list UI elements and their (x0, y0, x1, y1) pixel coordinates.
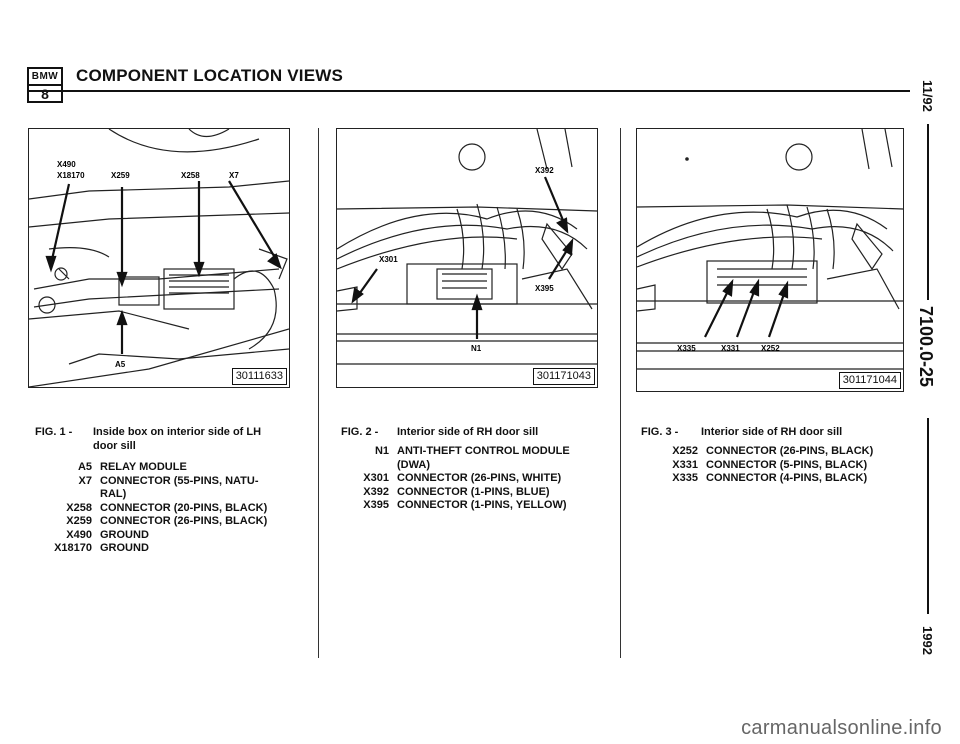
legend-description: RAL) (100, 488, 127, 500)
logo-top-text: BMW (29, 69, 61, 86)
figure-1-drawing: X490 X18170 X259 X258 X7 A5 (28, 128, 290, 388)
legend-description: GROUND (100, 528, 149, 541)
legend-code: X259 (66, 515, 92, 527)
legend-description: CONNECTOR (55-PINS, NATU- (100, 474, 259, 487)
header-rule (27, 90, 910, 92)
bmw-8-logo: BMW 8 (27, 67, 63, 103)
legend-code: X331 (672, 458, 698, 471)
figure-2-caption-line: Interior side of RH door sill (397, 426, 539, 438)
legend-entry: X252 CONNECTOR (26-PINS, BLACK) (640, 445, 912, 459)
fig2-callout-x392: X392 (535, 166, 554, 175)
legend-code: X335 (672, 472, 698, 484)
side-date: 11/92 (920, 80, 935, 112)
side-section-number: 7100.0-25 (916, 306, 936, 388)
fig3-callout-x252: X252 (761, 344, 780, 353)
figure-1-number: 30111633 (231, 368, 287, 385)
legend-entry: X392 CONNECTOR (1-PINS, BLUE) (340, 486, 612, 500)
legend-code: X392 (363, 485, 389, 498)
fig1-callout-x490: X490 (57, 160, 76, 169)
legend-entry: X259 CONNECTOR (26-PINS, BLACK) (32, 515, 304, 529)
legend-code: X490 (66, 528, 92, 541)
side-year: 1992 (920, 626, 935, 655)
fig2-callout-x301: X301 (379, 255, 398, 264)
legend-description: GROUND (100, 542, 149, 554)
fig1-callout-x7: X7 (229, 171, 239, 180)
legend-description: CONNECTOR (20-PINS, BLACK) (100, 501, 268, 514)
legend-entry: X18170 GROUND (32, 542, 304, 556)
legend-entry: X335 CONNECTOR (4-PINS, BLACK) (640, 472, 912, 486)
column-divider-2 (620, 128, 621, 658)
legend-code: X301 (363, 472, 389, 484)
legend-code: X252 (672, 445, 698, 457)
legend-code: X7 (78, 474, 92, 487)
fig1-callout-x259: X259 (111, 171, 130, 180)
legend-description: CONNECTOR (1-PINS, YELLOW) (397, 499, 567, 511)
legend-entry: X490 GROUND (32, 529, 304, 543)
legend-description: CONNECTOR (4-PINS, BLACK) (706, 472, 868, 484)
legend-entry: X301 CONNECTOR (26-PINS, WHITE) (340, 472, 612, 486)
page-title: COMPONENT LOCATION VIEWS (76, 66, 344, 85)
figure-1-caption-label: FIG. 1 - (35, 426, 73, 438)
side-rule-2 (927, 418, 929, 614)
legend-entry: A5 RELAY MODULE (32, 461, 304, 475)
legend-description: (DWA) (397, 458, 430, 471)
figure-2-caption-label: FIG. 2 - (341, 426, 379, 438)
figure-3-caption-line: Interior side of RH door sill (701, 426, 843, 438)
legend-description: CONNECTOR (26-PINS, WHITE) (397, 472, 562, 484)
legend-description: ANTI-THEFT CONTROL MODULE (397, 445, 570, 457)
fig1-callout-x258: X258 (181, 171, 200, 180)
legend-entry: N1 ANTI-THEFT CONTROL MODULE(DWA) (340, 445, 612, 472)
figure-2-drawing: X392 X301 X395 N1 (336, 128, 598, 365)
legend-description: CONNECTOR (26-PINS, BLACK) (100, 515, 268, 527)
legend-code: X258 (66, 501, 92, 514)
figure-3-caption: FIG. 3 - Interior side of RH door sill (641, 425, 911, 439)
figure-2-number: 301171043 (532, 368, 595, 385)
fig3-callout-x331: X331 (721, 344, 740, 353)
figure-3-illustration: X335 X331 X252 301171044 (636, 128, 904, 392)
legend-code: N1 (374, 445, 389, 457)
fig2-callout-n1: N1 (471, 344, 482, 353)
legend-entry: X331 CONNECTOR (5-PINS, BLACK) (640, 459, 912, 473)
fig1-callout-x18170: X18170 (57, 171, 85, 180)
fig1-callout-a5: A5 (115, 360, 126, 369)
fig3-callout-x335: X335 (677, 344, 696, 353)
figure-1-caption-line: door sill (93, 440, 136, 452)
legend-description: CONNECTOR (26-PINS, BLACK) (706, 445, 874, 457)
column-divider-1 (318, 128, 319, 658)
figure-1-caption: FIG. 1 - Inside box on interior side of … (35, 425, 295, 453)
figure-3-caption-label: FIG. 3 - (641, 426, 679, 438)
figure-2-caption: FIG. 2 - Interior side of RH door sill (341, 425, 611, 439)
logo-bottom-text: 8 (41, 86, 49, 102)
legend-description: CONNECTOR (5-PINS, BLACK) (706, 458, 868, 471)
figure-1-illustration: X490 X18170 X259 X258 X7 A5 30111633 (28, 128, 290, 388)
legend-code: A5 (77, 461, 92, 473)
legend-description: RELAY MODULE (100, 461, 187, 473)
legend-code: X395 (363, 499, 389, 511)
fig2-callout-x395: X395 (535, 284, 554, 293)
figure-2-illustration: X392 X301 X395 N1 301171043 (336, 128, 598, 388)
legend-entry: X395 CONNECTOR (1-PINS, YELLOW) (340, 499, 612, 513)
figure-1-caption-line: Inside box on interior side of LH (93, 426, 262, 438)
legend-description: CONNECTOR (1-PINS, BLUE) (397, 485, 550, 498)
legend-code: X18170 (54, 542, 92, 554)
watermark: carmanualsonline.info (741, 717, 942, 739)
figure-1-legend: A5 RELAY MODULE X7 CONNECTOR (55-PINS, NATU… (32, 461, 304, 556)
figure-3-number: 301171044 (838, 372, 901, 389)
side-rule-1 (927, 124, 929, 300)
legend-entry: X7 CONNECTOR (55-PINS, NATU-RAL) (32, 475, 304, 502)
figure-3-drawing: X335 X331 X252 (636, 128, 904, 370)
legend-entry: X258 CONNECTOR (20-PINS, BLACK) (32, 502, 304, 516)
